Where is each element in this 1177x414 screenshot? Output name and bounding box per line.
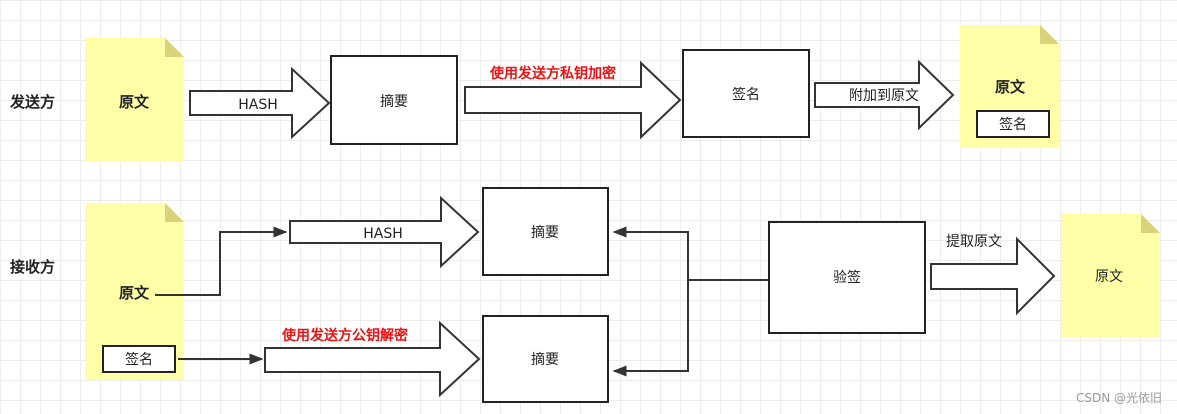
receiver-digest-2-label: 摘要	[531, 351, 559, 368]
verify-to-digest-1-connector	[612, 226, 769, 281]
receiver-hash-arrow: HASH	[289, 195, 480, 269]
receiver-document-note: 原文 签名	[85, 203, 184, 380]
sender-hash-arrow: HASH	[189, 66, 331, 140]
receiver-verify-label: 验签	[833, 269, 861, 286]
receiver-digest-box-2: 摘要	[482, 315, 609, 403]
sender-encrypt-arrow: 使用发送方私钥加密	[464, 60, 682, 140]
receiver-extracted-document-label: 原文	[1095, 269, 1123, 285]
verify-to-digest-2-connector	[612, 280, 689, 377]
receiver-role-label: 接收方	[10, 258, 55, 276]
sender-role-label: 发送方	[9, 93, 55, 111]
csdn-watermark: CSDN @光依旧	[1076, 390, 1162, 405]
receiver-document-connector	[155, 226, 288, 296]
sender-attach-label: 附加到原文	[849, 88, 919, 104]
sender-encrypt-label: 使用发送方私钥加密	[489, 65, 616, 82]
receiver-document-label: 原文	[119, 284, 150, 302]
sender-document-note: 原文	[85, 38, 184, 162]
receiver-decrypt-arrow: 使用发送方公钥解密	[264, 320, 481, 398]
sender-attach-arrow: 附加到原文	[814, 59, 955, 131]
sender-digest-label: 摘要	[380, 93, 408, 110]
sender-hash-label: HASH	[238, 97, 278, 113]
receiver-extract-label: 提取原文	[946, 234, 1002, 250]
receiver-extracted-document-note: 原文	[1061, 214, 1160, 337]
sender-attached-signature-box	[976, 110, 1050, 138]
receiver-digest-box-1: 摘要	[482, 187, 609, 276]
sender-signature-label: 签名	[732, 86, 760, 103]
receiver-extract-arrow: 提取原文	[930, 234, 1056, 316]
receiver-verify-box: 验签	[768, 221, 926, 334]
receiver-signature-box	[102, 345, 176, 373]
receiver-digest-1-label: 摘要	[531, 224, 559, 241]
sender-document-label: 原文	[119, 93, 150, 111]
sender-signature-box: 签名	[682, 49, 810, 138]
receiver-hash-label: HASH	[363, 226, 403, 242]
sender-attached-signature-label: 签名	[999, 116, 1027, 133]
sender-digest-box: 摘要	[330, 55, 458, 145]
receiver-decrypt-label: 使用发送方公钥解密	[281, 327, 408, 344]
sender-signed-document-note: 原文 签名	[960, 25, 1059, 148]
receiver-signature-label: 签名	[125, 351, 153, 368]
sender-signed-document-label: 原文	[995, 78, 1026, 96]
